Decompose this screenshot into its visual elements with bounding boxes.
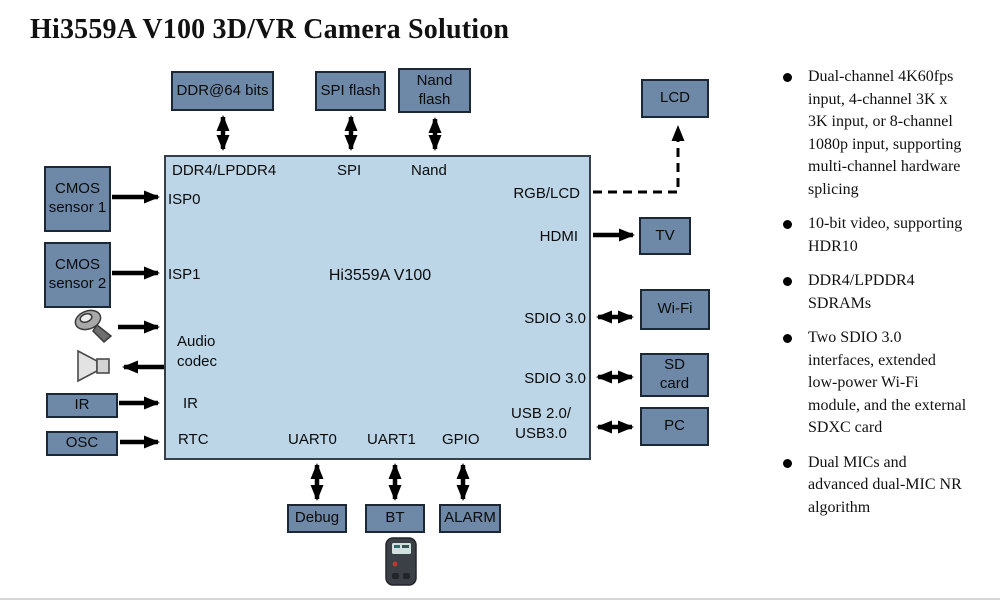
- port-isp0: ISP0: [168, 191, 201, 208]
- bottom-divider: [0, 598, 1000, 600]
- port-rtc: RTC: [178, 431, 209, 448]
- feature-list: Dual-channel 4K60fps input, 4-channel 3K…: [781, 66, 993, 531]
- block-cmos-sensor-1: CMOS sensor 1: [44, 166, 111, 232]
- port-uart1: UART1: [367, 431, 416, 448]
- remote-control-icon: [384, 537, 418, 587]
- port-audio-codec: Audio codec: [177, 333, 218, 370]
- feature-item: 10-bit video, supporting HDR10: [781, 213, 969, 258]
- port-gpio: GPIO: [442, 431, 480, 448]
- port-nand: Nand: [411, 162, 447, 179]
- port-sdio-2: SDIO 3.0: [524, 370, 586, 387]
- block-wifi: Wi-Fi: [640, 289, 710, 330]
- microphone-icon: [70, 306, 118, 348]
- block-lcd: LCD: [641, 79, 709, 118]
- block-alarm: ALARM: [439, 504, 501, 533]
- arrow-rgb-lcd-dashed: [593, 125, 685, 194]
- feature-item: Two SDIO 3.0 interfaces, extended low-po…: [781, 327, 969, 440]
- port-ir: IR: [183, 395, 198, 412]
- block-pc: PC: [640, 407, 709, 446]
- feature-item: Dual-channel 4K60fps input, 4-channel 3K…: [781, 66, 969, 201]
- port-sdio-1: SDIO 3.0: [524, 310, 586, 327]
- feature-item: DDR4/LPDDR4 SDRAMs: [781, 270, 969, 315]
- block-debug: Debug: [287, 504, 347, 533]
- port-usb: USB 2.0/ USB3.0: [510, 405, 572, 442]
- page-title: Hi3559A V100 3D/VR Camera Solution: [30, 14, 510, 45]
- feature-item: Dual MICs and advanced dual-MIC NR algor…: [781, 452, 969, 520]
- port-uart0: UART0: [288, 431, 337, 448]
- block-tv: TV: [639, 217, 691, 255]
- block-bt: BT: [365, 504, 425, 533]
- port-ddr4-lpddr4: DDR4/LPDDR4: [172, 162, 277, 179]
- block-nand-flash: Nand flash: [398, 68, 471, 113]
- port-isp1: ISP1: [168, 266, 201, 283]
- chip-name-label: Hi3559A V100: [328, 267, 432, 284]
- speaker-icon: [74, 348, 114, 384]
- soc-chip-block: [164, 155, 591, 460]
- port-hdmi: HDMI: [539, 228, 578, 245]
- block-sd-card: SD card: [640, 353, 709, 397]
- block-ir: IR: [46, 393, 118, 418]
- block-ddr-memory: DDR@64 bits: [171, 71, 274, 111]
- block-spi-flash: SPI flash: [315, 71, 386, 111]
- block-cmos-sensor-2: CMOS sensor 2: [44, 242, 111, 308]
- port-rgb-lcd: RGB/LCD: [513, 185, 580, 202]
- port-spi: SPI: [337, 162, 362, 179]
- block-osc: OSC: [46, 431, 118, 456]
